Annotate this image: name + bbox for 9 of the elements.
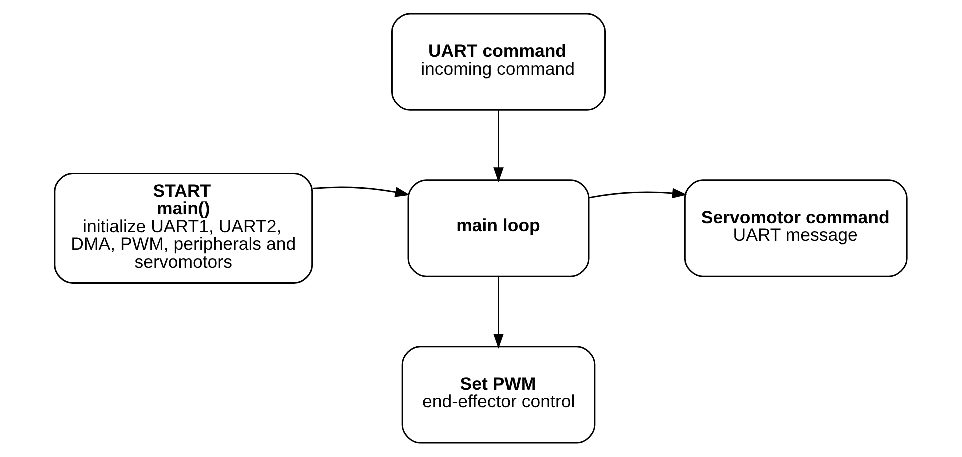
arrow	[312, 186, 410, 198]
arrow	[589, 188, 688, 199]
arrow	[494, 110, 504, 182]
node-box: UART command incoming command	[392, 13, 606, 111]
arrow	[494, 276, 504, 349]
node-box: Set PWM end-effector control	[402, 346, 596, 444]
node-box: main loop	[408, 180, 590, 278]
node-box: Servomotor command UART message	[684, 180, 908, 278]
node-box: START main() initialize UART1, UART2, DMA, PWM, peripherals and servomotors	[54, 173, 314, 284]
